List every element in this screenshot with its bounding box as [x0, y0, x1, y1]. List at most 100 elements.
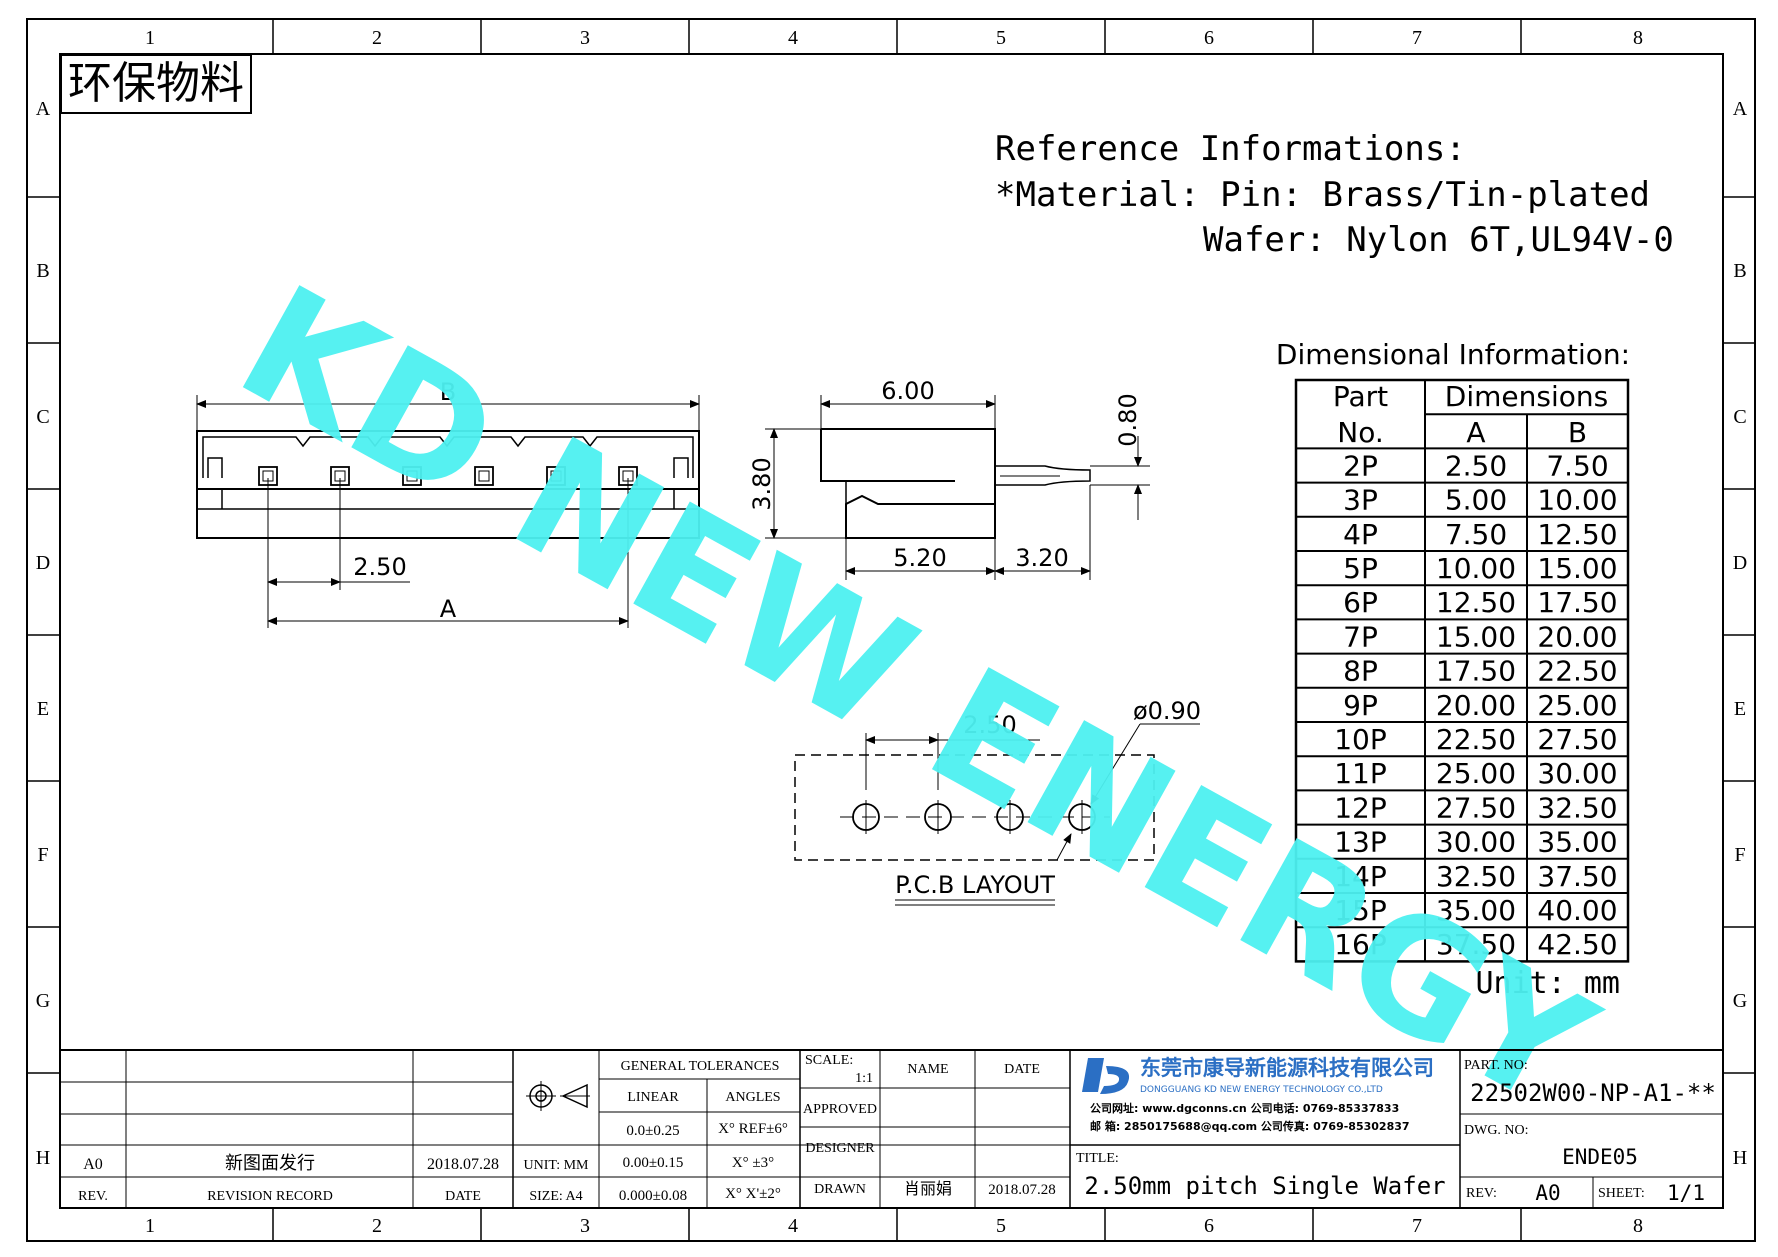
dim-pitch-label: 2.50 [353, 553, 406, 581]
table-cell-dim-b: 37.50 [1537, 860, 1617, 893]
unit-label: Unit: mm [1476, 966, 1621, 1001]
table-cell-part-no: 14P [1334, 860, 1387, 893]
table-cell-dim-a: 12.50 [1436, 586, 1516, 619]
table-cell-dim-b: 30.00 [1537, 757, 1617, 790]
table-cell-dim-b: 32.50 [1537, 791, 1617, 824]
title-block: A0 新图面发行 2018.07.28 REV. REVISION RECORD… [59, 1049, 1724, 1209]
pcb-layout: 2.50 ø0.90 P.C.B LAYOUT [794, 697, 1201, 906]
table-cell-part-no: 9P [1343, 689, 1378, 722]
pin-square [546, 466, 566, 486]
dwg-no-label: DWG. NO: [1464, 1123, 1529, 1138]
tol-angle-3: X° X'±2° [725, 1186, 781, 1202]
pcb-holes [852, 800, 1096, 834]
table-cell-part-no: 2P [1343, 449, 1378, 482]
frame-column-label: 8 [1633, 1215, 1643, 1237]
dim-base-label: 5.20 [893, 544, 946, 572]
table-cell-dim-b: 12.50 [1537, 518, 1617, 551]
rev-label: REV: [1466, 1186, 1497, 1201]
projection-symbol-icon [526, 1081, 590, 1111]
dimension-table: Dimensional Information: PartNo.Dimensio… [1276, 338, 1630, 1001]
rev-code: A0 [83, 1156, 103, 1173]
frame-column-label: 8 [1633, 27, 1643, 49]
frame-row-label: A [36, 98, 51, 120]
table-header-a: A [1466, 416, 1485, 449]
dwg-no-value: ENDE05 [1562, 1145, 1638, 1169]
company-logo-icon [1082, 1058, 1130, 1094]
drawn-name: 肖丽娟 [904, 1180, 952, 1198]
table-cell-dim-a: 25.00 [1436, 757, 1516, 790]
frame-column-label: 3 [580, 27, 590, 49]
hdr-revision-record: REVISION RECORD [207, 1189, 333, 1204]
table-cell-dim-b: 15.00 [1537, 552, 1617, 585]
table-cell-part-no: 15P [1334, 894, 1387, 927]
table-cell-dim-b: 40.00 [1537, 894, 1617, 927]
table-cell-dim-b: 35.00 [1537, 826, 1617, 859]
table-cell-part-no: 8P [1343, 655, 1378, 688]
frame-row-label: G [1733, 990, 1747, 1012]
table-cell-dim-a: 5.00 [1445, 484, 1507, 517]
frame-column-label: 4 [788, 27, 798, 49]
table-cell-part-no: 11P [1334, 757, 1387, 790]
approved-label: APPROVED [803, 1102, 877, 1117]
part-no-label: PART. NO: [1464, 1058, 1528, 1073]
table-header-part: Part [1333, 380, 1388, 413]
frame-row-label: E [1734, 698, 1746, 720]
pin-core [478, 470, 490, 482]
table-cell-dim-a: 7.50 [1445, 518, 1507, 551]
hdr-rev: REV. [78, 1189, 108, 1204]
title-label: TITLE: [1076, 1151, 1119, 1166]
tol-linear-header: LINEAR [627, 1090, 679, 1105]
frame-row-label: C [1733, 406, 1746, 428]
table-cell-dim-b: 25.00 [1537, 689, 1617, 722]
rev-date: 2018.07.28 [427, 1156, 499, 1173]
dim-height-label: 3.80 [748, 457, 776, 510]
rev-record-text: 新图面发行 [225, 1153, 315, 1173]
general-tolerances: GENERAL TOLERANCES [621, 1059, 780, 1074]
drawn-label: DRAWN [814, 1182, 866, 1197]
dim-pin-label: 0.80 [1114, 393, 1142, 446]
table-cell-dim-a: 2.50 [1445, 449, 1507, 482]
table-cell-part-no: 7P [1343, 620, 1378, 653]
hdr-date: DATE [445, 1189, 481, 1204]
date-label: DATE [1004, 1062, 1040, 1077]
table-cell-dim-a: 37.50 [1436, 928, 1516, 961]
table-cell-part-no: 12P [1334, 791, 1387, 824]
table-cell-part-no: 10P [1334, 723, 1387, 756]
material-line: *Material: Pin: Brass/Tin-plated [995, 175, 1650, 215]
frame-column-label: 6 [1204, 1215, 1214, 1237]
sheet-label: SHEET: [1598, 1186, 1645, 1201]
frame-row-label: F [1734, 844, 1745, 866]
wafer-line: Wafer: Nylon 6T,UL94V-0 [1203, 220, 1674, 260]
company-name-cn: 东莞市康导新能源科技有限公司 [1140, 1056, 1434, 1080]
frame-row-label: G [36, 990, 50, 1012]
dim-a-label: A [440, 595, 457, 623]
designer-label: DESIGNER [805, 1141, 875, 1156]
part-no-value: 22502W00-NP-A1-** [1470, 1079, 1716, 1107]
table-cell-dim-b: 20.00 [1537, 620, 1617, 653]
tol-linear-1: 0.0±0.25 [626, 1123, 679, 1139]
pin-square [402, 466, 422, 486]
rev-value: A0 [1535, 1181, 1560, 1205]
frame-row-label: C [36, 406, 49, 428]
size-a4: SIZE: A4 [529, 1189, 582, 1204]
company-contact-2: 邮 箱: 2850175688@qq.com 公司传真: 0769-853028… [1090, 1119, 1410, 1133]
table-cell-dim-b: 22.50 [1537, 655, 1617, 688]
tol-angle-1: X° REF±6° [718, 1121, 788, 1137]
pin-core [406, 470, 418, 482]
frame-row-label: D [1733, 552, 1747, 574]
table-cell-dim-a: 32.50 [1436, 860, 1516, 893]
frame-column-label: 5 [996, 27, 1006, 49]
side-view: 6.00 0.80 3.80 5.20 3.20 [748, 377, 1150, 580]
frame-row-label: E [37, 698, 49, 720]
eco-material-stamp: 环保物料 [60, 54, 252, 114]
company-name-en: DONGGUANG KD NEW ENERGY TECHNOLOGY CO.,L… [1140, 1085, 1383, 1095]
table-cell-dim-b: 42.50 [1537, 928, 1617, 961]
table-cell-part-no: 4P [1343, 518, 1378, 551]
frame-row-label: A [1733, 98, 1748, 120]
table-cell-dim-a: 17.50 [1436, 655, 1516, 688]
table-header-dimensions: Dimensions [1445, 380, 1608, 413]
front-view: B 2.50 A [196, 378, 700, 628]
